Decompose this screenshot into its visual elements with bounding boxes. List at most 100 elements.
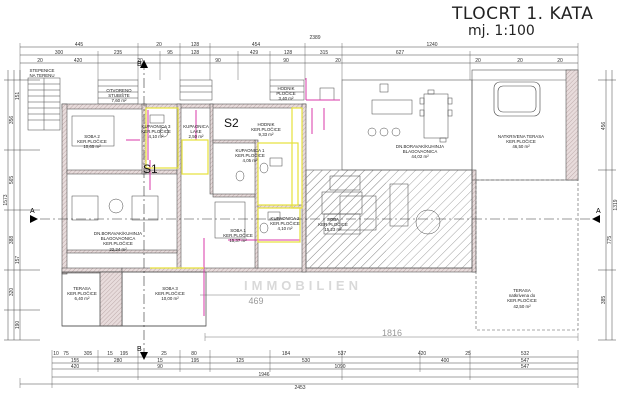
- bottom-dimension-lines: [19, 350, 579, 388]
- section-b-top: B: [137, 61, 142, 68]
- dim-bottom: 195: [190, 358, 200, 364]
- dim-top: 445: [74, 42, 84, 48]
- dim-469: 469: [248, 296, 264, 306]
- dim-left: 320: [9, 287, 15, 297]
- dim-bottom: 184: [281, 351, 291, 357]
- dim-top: 300: [54, 50, 64, 56]
- yellow-lines: [145, 107, 303, 269]
- dim-top: 20: [475, 58, 481, 64]
- room-label: SOBA 3 KER.PLOČICE 10,00 m²: [155, 286, 185, 302]
- dim-left: 388: [9, 235, 15, 245]
- dim-right: 1319: [613, 199, 619, 211]
- dim-bottom: 420: [417, 351, 427, 357]
- room-label: TERASA natkrivena do KER.PLOČICE 42,50 m…: [507, 288, 537, 309]
- dim-bottom: 547: [520, 358, 530, 364]
- room-label: KUPAONICA 1 KER.PLOČICE 4,05 m²: [235, 148, 265, 164]
- dim-top: 420: [73, 58, 83, 64]
- dim-1816: 1816: [381, 328, 403, 338]
- dim-bottom: 400: [440, 358, 450, 364]
- jacuzzi: [493, 81, 541, 117]
- drawing-scale: mj. 1:100: [468, 23, 535, 39]
- dim-right: 456: [601, 121, 607, 131]
- dim-top: 20: [335, 58, 341, 64]
- room-label: HODNIK PLOČICE 3,40 m²: [276, 86, 296, 102]
- dim-bottom: 75: [63, 351, 69, 357]
- section-a-right: A: [596, 208, 601, 215]
- upper-right-area: [341, 69, 579, 331]
- dim-bottom: 155: [70, 358, 80, 364]
- external-stair: [27, 77, 61, 131]
- dim-top: 128: [190, 42, 200, 48]
- dim-top: 20: [517, 58, 523, 64]
- dim-bottom: 125: [235, 358, 245, 364]
- section-b-bottom: B: [137, 346, 142, 353]
- marker-s2: S2: [224, 116, 239, 130]
- dim-bottom: 195: [119, 351, 129, 357]
- section-lines: [40, 60, 590, 360]
- interior-dimension-lines: [200, 294, 579, 341]
- dim-bottom: 532: [520, 351, 530, 357]
- dim-top: 90: [283, 58, 289, 64]
- dim-top: 2389: [309, 35, 321, 41]
- dim-bottom: 25: [465, 351, 471, 357]
- room-label: KUPAONICA 2 KER.PLOČICE 4,10 m²: [270, 216, 300, 232]
- stair-label: STEPENICE NA TERENU: [29, 68, 55, 79]
- room-label: SOBA 2 KER.PLOČICE 10,65 m²: [77, 134, 107, 150]
- living-furniture: [71, 175, 441, 235]
- dim-bottom: 2453: [294, 385, 306, 391]
- dim-bottom: 1946: [258, 372, 270, 378]
- room-label: OTVORENO STUBIŠTE 7,60 m²: [106, 88, 132, 104]
- beds: [71, 115, 377, 239]
- dim-bottom: 1090: [334, 364, 346, 370]
- dim-left: 1573: [3, 194, 9, 206]
- pink-lines: [126, 78, 340, 316]
- dim-bottom: 90: [157, 364, 163, 370]
- bathroom-fixtures: [149, 87, 335, 234]
- room-label: KUPAONICA LAKE 2,50 m²: [183, 124, 209, 140]
- room-label: DN.BORAVAK/KUHINJA BLAGOVAONICA KER.PLOČ…: [93, 231, 143, 252]
- room-label: TERASA KER.PLOČICE 6,40 m²: [67, 286, 97, 302]
- dim-top: 90: [215, 58, 221, 64]
- section-markers: [30, 60, 600, 360]
- watermark: IMMOBILIEN: [244, 278, 362, 293]
- room-label: KUPAONICA 3 KER.PLOČICE 4,10 m²: [141, 124, 171, 140]
- right-dimension-lines: [598, 70, 616, 341]
- dim-bottom: 15: [157, 358, 163, 364]
- dim-bottom: 280: [113, 358, 123, 364]
- dim-bottom: 305: [83, 351, 93, 357]
- left-dimension-lines: [4, 70, 40, 341]
- dim-top: 95: [167, 50, 173, 56]
- dim-bottom: 15: [107, 351, 113, 357]
- dim-bottom: 420: [70, 364, 80, 370]
- dim-top: 1240: [426, 42, 438, 48]
- marker-s1: S1: [143, 162, 158, 176]
- room-label: NATKRIVENA TERASA KER.PLOČICE 46,50 m²: [497, 134, 545, 150]
- dim-top: 627: [395, 50, 405, 56]
- dim-top: 128: [190, 50, 200, 56]
- dim-bottom: 80: [191, 351, 197, 357]
- dim-top: 429: [249, 50, 259, 56]
- dim-top: 20: [156, 42, 162, 48]
- dim-bottom: 10: [53, 351, 59, 357]
- section-a-left: A: [30, 208, 35, 215]
- dim-bottom: 530: [301, 358, 311, 364]
- dim-bottom: 547: [520, 364, 530, 370]
- room-label: SOBA KER.PLOČICE 15,23 m²: [318, 217, 348, 233]
- dim-top: 128: [283, 50, 293, 56]
- dim-top: 20: [137, 58, 143, 64]
- dim-top: 315: [319, 50, 329, 56]
- drawing-title: TLOCRT 1. KATA: [452, 4, 594, 24]
- room-label: HODNIK KER.PLOČICE 9,33 m²: [251, 122, 281, 138]
- dim-bottom: 537: [337, 351, 347, 357]
- dim-top: 454: [251, 42, 261, 48]
- room-label: DN.BORAVAK/KUHINJA BLAGOVAONICA 44,02 m²: [395, 144, 445, 160]
- dim-left: 157: [15, 255, 21, 265]
- top-dimension-lines: [19, 43, 579, 80]
- room-label: SOBA 1 KER.PLOČICE 15,37 m²: [223, 228, 253, 244]
- kitchen-dining: [367, 83, 453, 143]
- dim-left: 190: [15, 320, 21, 330]
- dim-top: 20: [37, 58, 43, 64]
- dim-right: 775: [607, 235, 613, 245]
- dim-bottom: 25: [161, 351, 167, 357]
